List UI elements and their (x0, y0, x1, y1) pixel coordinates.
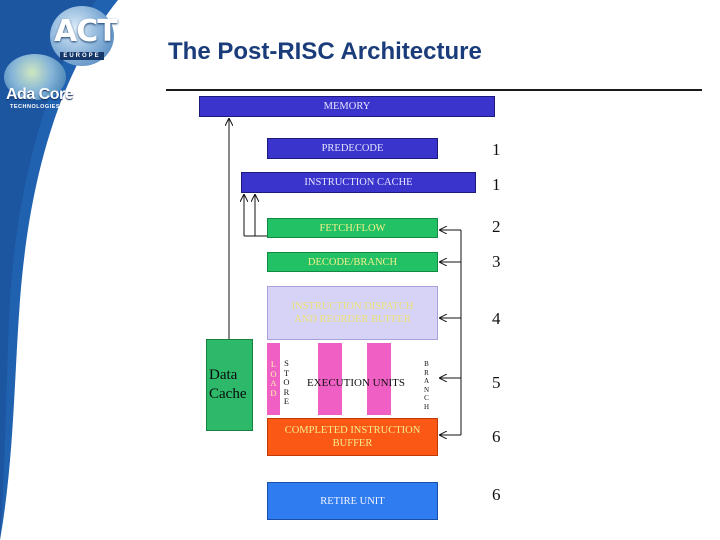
stage-number: 5 (492, 373, 501, 392)
execution-unit-2 (367, 343, 391, 415)
store-unit: S T O R E (280, 343, 293, 415)
fetch-flow-box: FETCH/FLOW (267, 218, 438, 238)
load-unit: L O A D (267, 343, 280, 415)
slide-title: The Post-RISC Architecture (168, 38, 482, 65)
stage-number: 3 (492, 252, 501, 271)
data-cache-box: Data Cache (206, 339, 253, 431)
stage-number: 6 (492, 485, 501, 504)
stage-number: 4 (492, 309, 501, 328)
instruction-cache-box: INSTRUCTION CACHE (241, 172, 476, 193)
title-underline (166, 89, 702, 91)
corner-decoration (0, 0, 118, 540)
stage-number: 1 (492, 140, 501, 159)
memory-box: MEMORY (199, 96, 495, 117)
stage-number: 2 (492, 217, 501, 236)
execution-units-region (267, 342, 438, 416)
decode-branch-box: DECODE/BRANCH (267, 252, 438, 272)
predecode-box: PREDECODE (267, 138, 438, 159)
stage-number: 6 (492, 427, 501, 446)
instruction-dispatch-box: INSTRUCTION DISPATCH AND REORDER BUFFER (267, 286, 438, 340)
execution-units-label: EXECUTION UNITS (306, 377, 406, 389)
completed-instruction-buffer-box: COMPLETED INSTRUCTION BUFFER (267, 418, 438, 456)
execution-unit-1 (318, 343, 342, 415)
retire-unit-box: RETIRE UNIT (267, 482, 438, 520)
stage-number: 1 (492, 175, 501, 194)
branch-unit: B R A N C H (420, 360, 433, 416)
